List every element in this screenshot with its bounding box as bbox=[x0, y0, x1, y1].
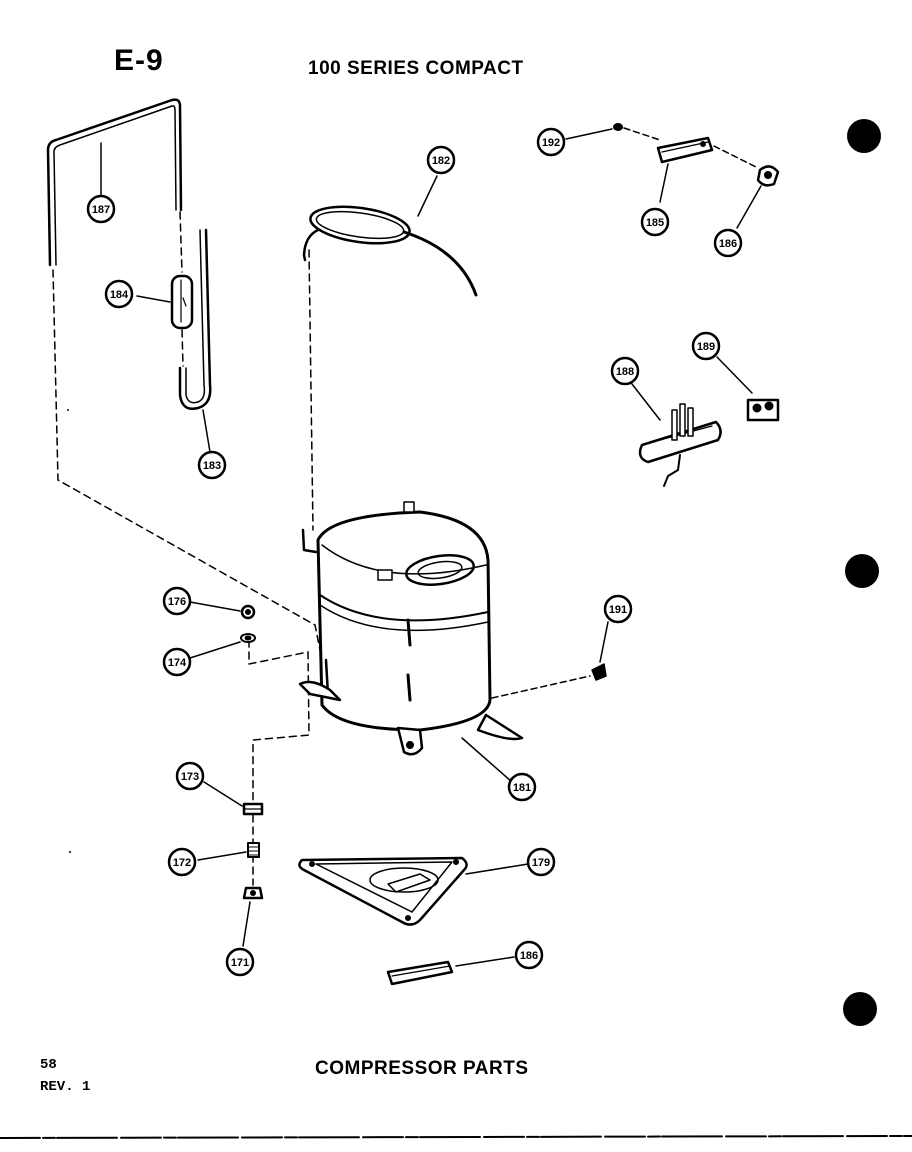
callout-label-173: 173 bbox=[181, 771, 199, 783]
series-title: 100 SERIES COMPACT bbox=[308, 58, 524, 79]
scan-edge bbox=[0, 409, 912, 1139]
callout-markers bbox=[86, 127, 743, 977]
callout-label-186-lower: 186 bbox=[520, 950, 538, 962]
part-179-base-plate bbox=[298, 856, 529, 926]
part-192-screw bbox=[565, 123, 661, 141]
callout-label-191: 191 bbox=[609, 604, 627, 616]
callout-186-lower bbox=[514, 940, 544, 970]
part-187-tube bbox=[46, 98, 183, 267]
callout-label-183: 183 bbox=[203, 460, 221, 472]
part-191-clip bbox=[491, 621, 609, 699]
callout-label-184: 184 bbox=[110, 289, 129, 301]
callout-label-192: 192 bbox=[542, 137, 560, 149]
callout-179 bbox=[526, 847, 556, 877]
part-183-tube bbox=[178, 228, 212, 453]
binder-hole-bottom bbox=[843, 992, 877, 1026]
callout-174 bbox=[162, 647, 192, 677]
callout-186-upper bbox=[713, 228, 743, 258]
callout-184 bbox=[104, 279, 134, 309]
callout-label-186-upper: 186 bbox=[719, 238, 737, 250]
part-182-coil bbox=[302, 175, 478, 297]
callout-label-181: 181 bbox=[513, 782, 531, 794]
callout-189 bbox=[691, 331, 721, 361]
callout-192 bbox=[536, 127, 566, 157]
callout-label-185: 185 bbox=[646, 217, 664, 229]
callout-label-179: 179 bbox=[532, 857, 550, 869]
callout-label-172: 172 bbox=[173, 857, 191, 869]
callout-label-174: 174 bbox=[168, 657, 187, 669]
callout-label-171: 171 bbox=[231, 957, 249, 969]
callout-181 bbox=[507, 772, 537, 802]
part-188-relay bbox=[631, 383, 722, 487]
part-181-compressor bbox=[298, 501, 524, 783]
callout-label-182: 182 bbox=[432, 155, 450, 167]
callout-171 bbox=[225, 947, 255, 977]
binder-hole-middle bbox=[845, 554, 879, 588]
diagram-title: COMPRESSOR PARTS bbox=[315, 1058, 529, 1079]
part-171-nut bbox=[242, 886, 264, 947]
part-186-strip-lower bbox=[386, 956, 515, 986]
callout-label-176: 176 bbox=[168, 596, 186, 608]
callout-185 bbox=[640, 207, 670, 237]
part-176-nut bbox=[189, 601, 256, 620]
page-number: 58 bbox=[40, 1057, 57, 1073]
callout-183 bbox=[197, 450, 227, 480]
part-185-bracket bbox=[656, 136, 759, 203]
callout-label-188: 188 bbox=[616, 366, 634, 378]
callout-173 bbox=[175, 761, 205, 791]
part-189-terminal-block bbox=[716, 356, 780, 422]
part-184-drier bbox=[136, 274, 194, 330]
binder-hole-top bbox=[847, 119, 881, 153]
callout-176 bbox=[162, 586, 192, 616]
callout-172 bbox=[167, 847, 197, 877]
revision-label: REV. 1 bbox=[40, 1079, 91, 1095]
section-code: E-9 bbox=[114, 44, 164, 77]
callout-182 bbox=[426, 145, 456, 175]
part-186-clip-upper bbox=[736, 165, 780, 229]
callout-label-187: 187 bbox=[92, 204, 110, 216]
part-173-grommet bbox=[203, 781, 264, 816]
callout-label-189: 189 bbox=[697, 341, 715, 353]
callout-187 bbox=[86, 194, 116, 224]
callout-188 bbox=[610, 356, 640, 386]
part-172-sleeve bbox=[197, 842, 260, 861]
part-174-washer bbox=[189, 633, 256, 659]
callout-191 bbox=[603, 594, 633, 624]
